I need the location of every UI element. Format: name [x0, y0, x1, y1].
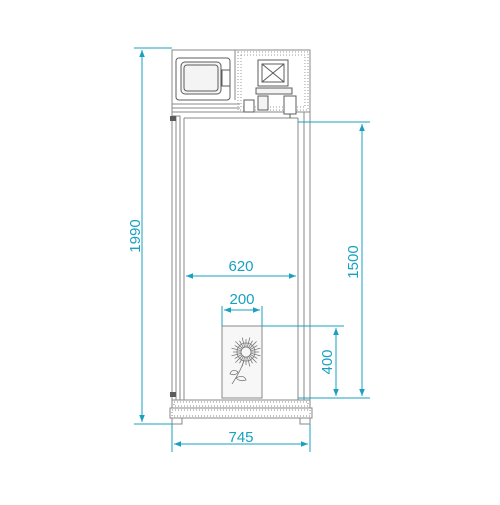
- label-sticker-height: 400: [319, 349, 336, 374]
- petal-ray: [246, 356, 251, 367]
- petal-ray: [235, 355, 243, 363]
- top-insulation: [237, 51, 309, 111]
- petal-ray: [234, 345, 242, 350]
- petal-ray: [231, 352, 242, 357]
- petal-ray: [248, 356, 253, 364]
- cabinet-base: [169, 399, 313, 419]
- label-total-height: 1990: [127, 219, 144, 252]
- petal-ray: [239, 356, 244, 364]
- label-interior-width: 620: [228, 258, 253, 275]
- petal-ray: [250, 352, 261, 357]
- petal-ray: [248, 340, 253, 348]
- petal-ray: [234, 354, 242, 359]
- dimension-lines: [134, 47, 370, 452]
- petal-ray: [250, 345, 258, 350]
- petal-ray: [231, 347, 242, 352]
- evaporator-box-icon: [243, 59, 297, 118]
- petal-ray: [250, 354, 258, 359]
- sticker-panel: [221, 325, 298, 399]
- cabinet-feet: [171, 417, 311, 425]
- label-overall-width: 745: [228, 429, 253, 446]
- door-hinges: [170, 116, 176, 397]
- compressor-unit-icon: [172, 57, 240, 109]
- petal-ray: [239, 340, 244, 348]
- petal-ray: [235, 341, 243, 349]
- petal-ray: [250, 347, 261, 352]
- dimension-labels: 1990 1500 400 620 200 745: [127, 219, 362, 446]
- petal-ray: [249, 341, 257, 349]
- label-interior-height: 1500: [345, 245, 362, 278]
- label-sticker-width: 200: [229, 291, 254, 308]
- dandelion-flower-icon: [229, 337, 261, 385]
- petal-ray: [246, 337, 251, 348]
- petal-ray: [249, 355, 257, 363]
- petal-ray: [241, 337, 246, 348]
